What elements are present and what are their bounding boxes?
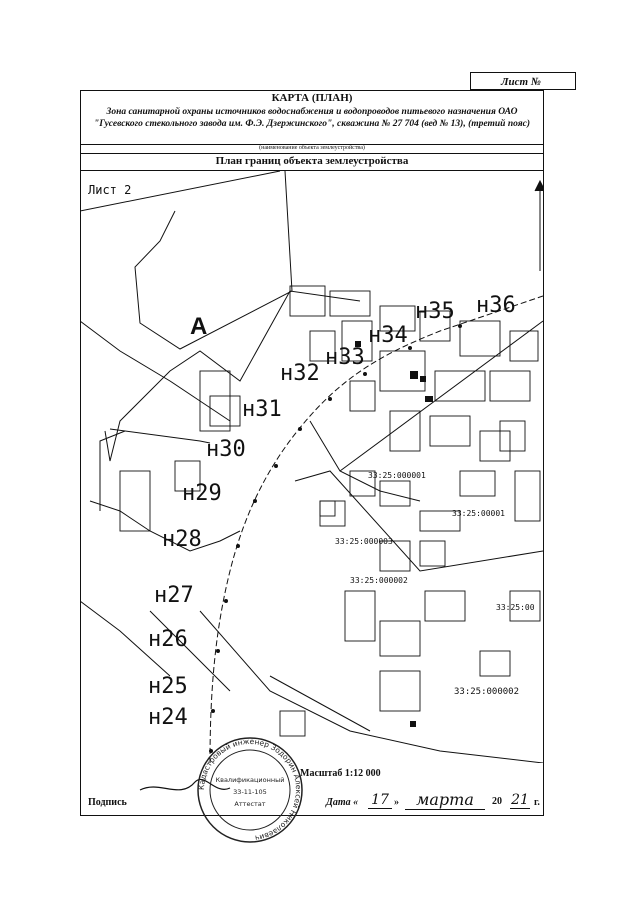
point-label: н35: [415, 299, 455, 324]
object-name: Зона санитарной охраны источников водосн…: [93, 107, 531, 129]
object-name-caption: (наименование объекта землеустройства): [259, 145, 365, 151]
date-year-suffix: 21: [510, 792, 530, 809]
point-label: н27: [154, 583, 194, 608]
parcel-label: 33:25:000003: [335, 537, 393, 546]
parcel-label: 33:25:00: [496, 603, 535, 612]
parcel-label: 33:25:000002: [454, 687, 520, 697]
divider: [80, 170, 544, 171]
plan-title: План границ объекта землеустройства: [215, 155, 409, 167]
map-area: Лист 2 А С Ю н36 н35 н34 н33 н32 н31 н30…: [80, 171, 543, 763]
signature-scribble: [139, 779, 231, 791]
document-title: КАРТА (ПЛАН): [271, 92, 353, 104]
sheet-number-label: Лист №: [501, 76, 541, 88]
stamp-line: 33-11-105: [233, 788, 267, 796]
parcel-label: 33:25:00001: [452, 509, 505, 518]
date-label: Дата «: [326, 797, 359, 808]
parcel-label: 33:25:000002: [350, 576, 408, 585]
zone-label: А: [190, 313, 208, 340]
point-label: н26: [148, 627, 188, 652]
parcel-label: 33:25:000001: [368, 471, 426, 480]
date-month: марта: [405, 790, 485, 810]
date-year-prefix: 20: [492, 796, 502, 807]
point-label: н24: [148, 705, 188, 730]
point-label: н29: [182, 481, 222, 506]
stamp-line: Аттестат: [234, 800, 265, 808]
point-label: н34: [368, 323, 408, 348]
boundary-map: [80, 171, 543, 763]
date-day: 17: [368, 792, 392, 809]
point-label: н33: [325, 345, 365, 370]
divider: [80, 144, 544, 145]
date-day-close: »: [394, 797, 399, 808]
document-frame: [80, 90, 544, 816]
point-label: н28: [162, 527, 202, 552]
map-sheet-label: Лист 2: [88, 183, 132, 197]
point-label: н25: [148, 674, 188, 699]
sheet-number-box: Лист №: [470, 72, 576, 90]
stamp-line: Квалификационный: [216, 776, 285, 784]
signature-stamp: Кадастровый инженер Зодорин Алексей Нико…: [139, 737, 303, 843]
point-label: н31: [242, 397, 282, 422]
date-year-end: г.: [534, 797, 540, 808]
divider: [80, 153, 544, 154]
map-scale: Масштаб 1:12 000: [300, 768, 381, 779]
point-label: н30: [206, 437, 246, 462]
signature-label: Подпись: [88, 797, 127, 808]
point-label: н36: [476, 293, 516, 318]
point-label: н32: [280, 361, 320, 386]
